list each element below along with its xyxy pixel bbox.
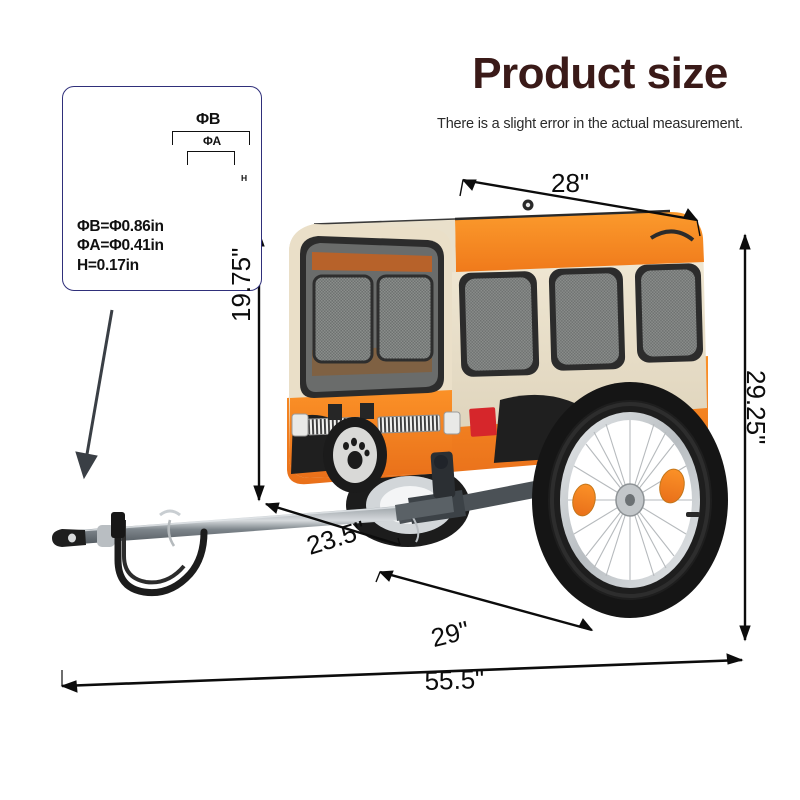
rear-lamp-left [291,413,309,437]
phi-a-bracket [187,151,235,165]
safety-clip [167,519,176,547]
spec-phi-a: ΦA=Φ0.41in [77,237,164,255]
callout-arrow [75,309,114,480]
dimension-lines [60,178,751,693]
hitch-coupler-detail-box: ΦB ΦA H ΦB=Φ0.86in ΦA=Φ0.41in H=0.17in [62,86,262,291]
h-label: H [241,173,248,183]
page-subtitle: There is a slight error in the actual me… [437,116,743,132]
side-window-1 [458,271,540,377]
wheel-main [532,382,728,618]
dimension-28 [459,178,701,237]
coupler-spec-list: ΦB=Φ0.86in ΦA=Φ0.41in H=0.17in [77,217,164,276]
tow-bar [52,496,454,597]
rear-mesh-window [300,236,444,398]
spoke-reflector-2 [572,483,596,517]
phi-b-label: ΦB [196,111,221,128]
dimension-23-5 [264,502,401,547]
page-title: Product size [472,49,728,98]
paw-print-icon [343,437,370,469]
paw-emblem [323,417,387,493]
roof-handle [649,229,695,242]
dimension-label-overall-length: 55.5" [424,663,485,696]
side-mesh-windows [458,263,704,377]
spoke-reflector-1 [659,468,685,504]
side-window-2 [548,267,626,371]
spec-phi-b: ΦB=Φ0.86in [77,217,164,235]
dimension-label-cabin-height: 19.75" [226,247,256,322]
hitch-collar [97,525,115,547]
dimension-label-overall-height: 29.25" [741,370,771,445]
side-reflector-red [469,407,497,437]
dimension-29 [375,570,594,632]
phi-a-label: ΦA [203,134,221,148]
safety-strap [114,516,208,597]
spec-h: H=0.17in [77,257,139,275]
side-window-3 [634,263,704,363]
phi-b-bracket [172,131,250,145]
dimension-label-top-width: 28" [551,168,590,198]
rear-lamp-right [443,411,461,435]
dimension-29-25 [739,233,751,642]
dimension-55-5 [60,653,744,693]
